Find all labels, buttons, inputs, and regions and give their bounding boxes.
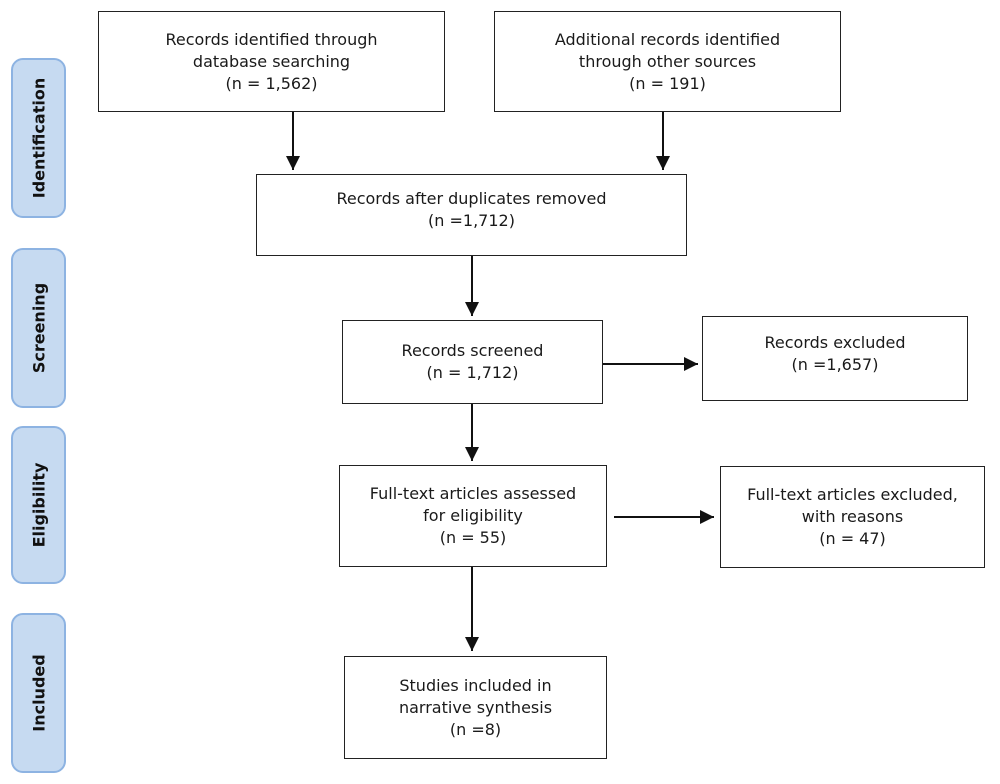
phase-included: Included — [11, 613, 66, 773]
box-count: (n = 191) — [629, 73, 706, 93]
box-text: Full-text articles excluded, — [747, 485, 958, 504]
box-text: Full-text articles assessed — [369, 484, 577, 503]
phase-screening: Screening — [11, 248, 66, 408]
box-count: (n = 55) — [439, 528, 507, 547]
box-records-screened: Records screened (n = 1,712) — [342, 320, 603, 404]
phase-identification: Identification — [11, 58, 66, 218]
box-text: Records after duplicates removed — [336, 189, 607, 208]
box-database-records: Records identified through database sear… — [98, 11, 445, 112]
box-text: database searching — [192, 51, 351, 71]
box-text: Additional records identified — [554, 29, 781, 49]
box-text: narrative synthesis — [398, 697, 553, 717]
box-count: (n =8) — [449, 719, 502, 739]
box-text: Records screened — [401, 341, 544, 360]
box-full-text-assessed: Full-text articles assessed for eligibil… — [339, 465, 607, 567]
box-text: through other sources — [578, 51, 757, 71]
box-count: (n = 47) — [819, 529, 886, 548]
box-records-excluded: Records excluded (n =1,657) — [702, 316, 968, 401]
box-full-text-excluded: Full-text articles excluded, with reason… — [720, 466, 985, 568]
box-count: (n =1,712) — [428, 211, 515, 230]
box-studies-included: Studies included in narrative synthesis … — [344, 656, 607, 759]
box-text: Records excluded — [764, 332, 906, 352]
box-text: for eligibility — [423, 506, 523, 525]
phase-eligibility: Eligibility — [11, 426, 66, 584]
box-other-sources: Additional records identified through ot… — [494, 11, 841, 112]
box-text: Records identified through — [165, 29, 378, 49]
box-count: (n = 1,562) — [225, 73, 318, 93]
box-text: Studies included in — [399, 675, 552, 695]
box-text: with reasons — [801, 507, 904, 526]
box-count: (n =1,657) — [791, 354, 879, 374]
box-count: (n = 1,712) — [426, 363, 519, 382]
box-duplicates-removed: Records after duplicates removed (n =1,7… — [256, 174, 687, 256]
